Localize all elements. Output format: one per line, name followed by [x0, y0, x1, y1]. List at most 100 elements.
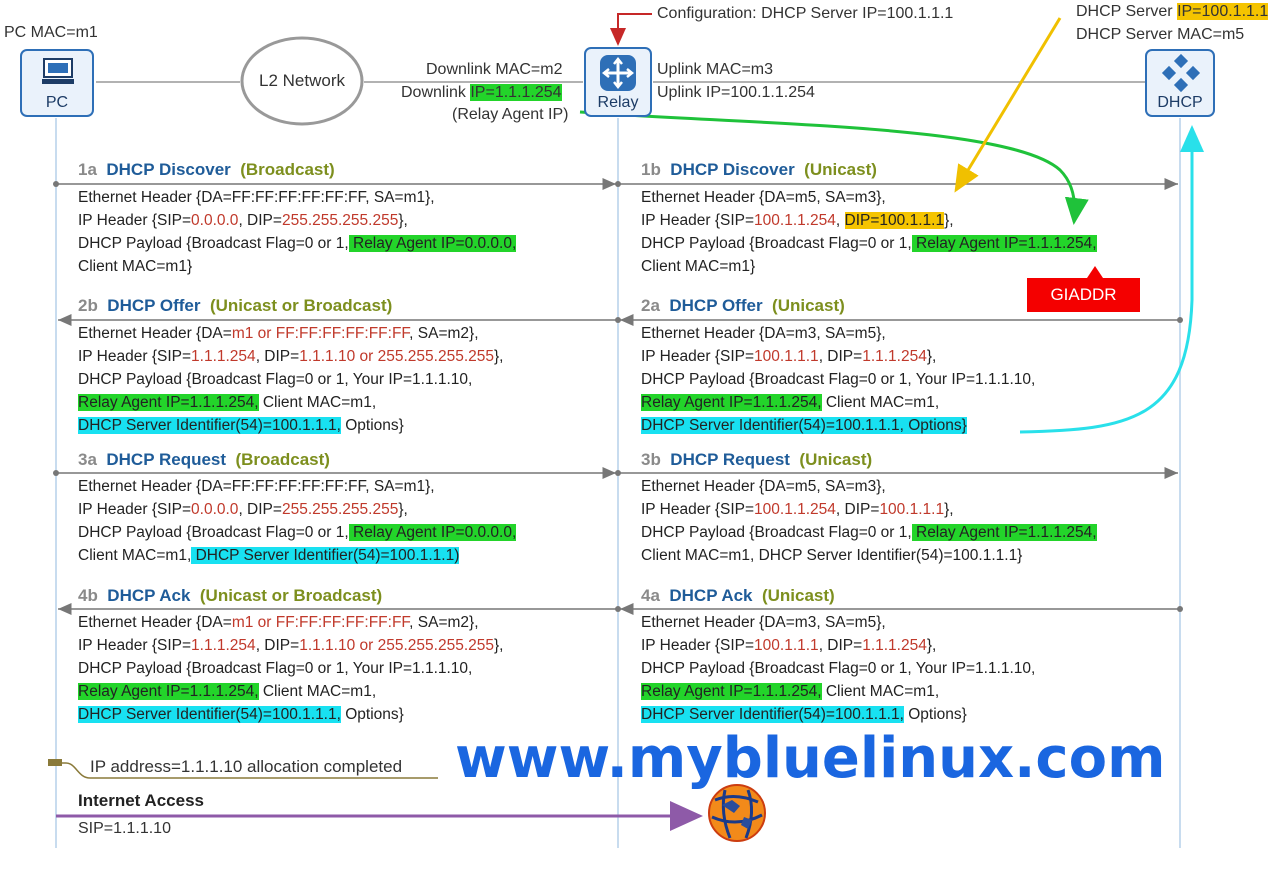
watermark[interactable]: www.mybluelinux.com [455, 726, 1166, 791]
l2-network-label: L2 Network [259, 71, 345, 90]
eth-da: m1 or FF:FF:FF:FF:FF:FF [231, 614, 410, 631]
msg-mode: (Unicast) [761, 586, 835, 605]
dhcp-payload: DHCP Payload {Broadcast Flag=0 or 1, You… [641, 371, 1036, 388]
dip-sep: , DIP= [818, 637, 863, 654]
giaddr-tag: GIADDR [1027, 278, 1140, 312]
globe-icon [708, 784, 766, 842]
relay-agent-ip: Relay Agent IP=1.1.1.254, [641, 394, 822, 411]
server-id-line: DHCP Server Identifier(54)=100.1.1.1, Op… [641, 703, 1035, 726]
msg-2b-body: Ethernet Header {DA=m1 or FF:FF:FF:FF:FF… [78, 322, 503, 437]
client-mac: Client MAC=m1} [641, 258, 756, 275]
eth-da: m1 or FF:FF:FF:FF:FF:FF [231, 325, 410, 342]
server-identifier: DHCP Server Identifier(54)=100.1.1.1, [78, 417, 341, 434]
relay-agent-ip-note: (Relay Agent IP) [452, 106, 569, 123]
eth-header: Ethernet Header {DA=m3, SA=m5}, [641, 614, 886, 631]
relay-agent-ip: Relay Agent IP=0.0.0.0, [348, 235, 517, 252]
msg-3a-title: 3a DHCP Request (Broadcast) [78, 450, 330, 470]
sip-value: 1.1.1.254 [191, 348, 256, 365]
allocation-note: IP address=1.1.1.10 allocation completed [90, 757, 403, 776]
router-icon [600, 55, 636, 91]
msg-4b-body: Ethernet Header {DA=m1 or FF:FF:FF:FF:FF… [78, 611, 503, 726]
options: Options} [340, 417, 404, 434]
allocation-leader [48, 762, 438, 779]
msg-mode: (Unicast or Broadcast) [199, 586, 383, 605]
giaddr-pointer [1087, 266, 1103, 278]
dip-value: 1.1.1.10 or 255.255.255.255 [299, 637, 494, 654]
eth-header: Ethernet Header {DA=m1 or FF:FF:FF:FF:FF… [78, 611, 503, 634]
client-line: Client MAC=m1, DHCP Server Identifier(54… [78, 544, 516, 567]
ip-header: IP Header {SIP=100.1.1.1, DIP=1.1.1.254}… [641, 634, 1035, 657]
msg-3b-body: Ethernet Header {DA=m5, SA=m3}, IP Heade… [641, 475, 1097, 567]
msg-2a-title: 2a DHCP Offer (Unicast) [641, 296, 845, 316]
msg-num: 3a [78, 450, 97, 469]
server-id-arrow [1019, 125, 1204, 434]
client-mac: Client MAC=m1, [78, 547, 192, 564]
client-mac: Client MAC=m1} [78, 258, 193, 275]
dhcp-node[interactable]: DHCP [1145, 49, 1215, 117]
msg-4a-title: 4a DHCP Ack (Unicast) [641, 586, 835, 606]
dip-sep: , DIP= [818, 348, 863, 365]
client-mac: Client MAC=m1, [821, 394, 940, 411]
msg-num: 4b [78, 586, 98, 605]
msg-mode: (Unicast) [772, 296, 845, 315]
msg-num: 4a [641, 586, 660, 605]
dhcp-server-ip-value: IP=100.1.1.1 [1177, 3, 1269, 20]
msg-name: DHCP Request [670, 450, 790, 469]
config-note: Configuration: DHCP Server IP=100.1.1.1 [657, 5, 954, 22]
msg-num: 3b [641, 450, 661, 469]
server-identifier: DHCP Server Identifier(54)=100.1.1.1, Op… [641, 417, 967, 434]
relay-agent-ip: Relay Agent IP=1.1.1.254, [78, 394, 259, 411]
downlink-ip-value: IP=1.1.1.254 [470, 84, 562, 101]
pc-node[interactable]: PC [20, 49, 94, 117]
ip-header: IP Header {SIP=100.1.1.254, DIP=100.1.1.… [641, 498, 1097, 521]
dhcp-server-ip-label: DHCP Server IP=100.1.1.1 [1076, 3, 1269, 21]
dip-value: 1.1.1.254 [862, 348, 927, 365]
ip-header-end: }, [398, 212, 408, 229]
payload-flag: DHCP Payload {Broadcast Flag=0 or 1, [78, 524, 349, 541]
ip-header: IP Header {SIP=0.0.0.0, DIP=255.255.255.… [78, 209, 516, 232]
client-mac: Client MAC=m1, [258, 683, 377, 700]
msg-num: 1a [78, 160, 97, 179]
ip-header: IP Header {SIP=100.1.1.1, DIP=1.1.1.254}… [641, 345, 1035, 368]
msg-3b-title: 3b DHCP Request (Unicast) [641, 450, 872, 470]
server-identifier: DHCP Server Identifier(54)=100.1.1.1, [78, 706, 341, 723]
payload-flag: DHCP Payload {Broadcast Flag=0 or 1, [641, 235, 912, 252]
relay-agent-ip: Relay Agent IP=1.1.1.254, [911, 235, 1097, 252]
eth-end: , SA=m2}, [409, 325, 479, 342]
ip-header: IP Header {SIP=1.1.1.254, DIP=1.1.1.10 o… [78, 634, 503, 657]
dip-value: 255.255.255.255 [281, 501, 399, 518]
dip-sep: , DIP= [238, 501, 282, 518]
dip-value: 255.255.255.255 [281, 212, 399, 229]
ip-header-prefix: IP Header {SIP= [641, 348, 755, 365]
dhcp-server-mac-label: DHCP Server MAC=m5 [1076, 26, 1245, 43]
msg-2b-title: 2b DHCP Offer (Unicast or Broadcast) [78, 296, 392, 316]
ip-header-prefix: IP Header {SIP= [78, 348, 192, 365]
msg-mode: (Unicast) [804, 160, 877, 179]
relay-node[interactable]: Relay [584, 47, 652, 117]
msg-name: DHCP Ack [107, 586, 191, 605]
ip-header-end: }, [926, 637, 937, 654]
ip-header-prefix: IP Header {SIP= [78, 212, 192, 229]
ip-header: IP Header {SIP=1.1.1.254, DIP=1.1.1.10 o… [78, 345, 503, 368]
relay-line: Relay Agent IP=1.1.1.254, Client MAC=m1, [78, 391, 503, 414]
server-id-line: DHCP Server Identifier(54)=100.1.1.1, Op… [78, 703, 503, 726]
msg-name: DHCP Offer [669, 296, 763, 315]
internet-sip: SIP=1.1.1.10 [78, 820, 171, 837]
options: Options} [340, 706, 404, 723]
internet-access-title: Internet Access [78, 791, 204, 810]
ip-header-end: }, [944, 501, 954, 518]
msg-name: DHCP Discover [106, 160, 231, 179]
eth-prefix: Ethernet Header {DA= [78, 614, 232, 631]
payload-flag: DHCP Payload {Broadcast Flag=0 or 1, [641, 524, 912, 541]
computer-icon [42, 58, 74, 84]
dip-sep: , DIP= [238, 212, 282, 229]
dhcp-server-ip-prefix: DHCP Server [1076, 3, 1178, 20]
msg-mode: (Broadcast) [235, 450, 330, 469]
relay-line: Relay Agent IP=1.1.1.254, Client MAC=m1, [641, 391, 1035, 414]
dhcp-payload: DHCP Payload {Broadcast Flag=0 or 1, Rel… [641, 232, 1097, 255]
dhcp-server-icon [1161, 54, 1201, 93]
relay-node-label: Relay [597, 94, 639, 111]
dhcp-payload: DHCP Payload {Broadcast Flag=0 or 1, You… [78, 660, 473, 677]
ip-header-prefix: IP Header {SIP= [641, 501, 755, 518]
options: Options} [903, 706, 967, 723]
